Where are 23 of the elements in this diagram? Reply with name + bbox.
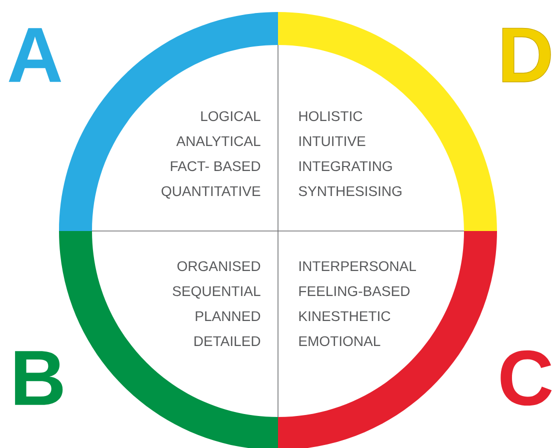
quadrant-letter: C	[500, 350, 552, 406]
node-label: INTERPERSONAL	[299, 261, 416, 272]
node-label: FEELING-BASED	[299, 286, 410, 296]
node-label: ORGANISED	[177, 261, 260, 272]
node-label: FACT- BASED	[170, 161, 260, 172]
quadrant-text: ORGANISED SEQUENTIAL PLANNED DETAILED	[172, 261, 260, 346]
node-label: QUANTITATIVE	[162, 186, 260, 199]
node-label: KINESTHETIC	[299, 311, 390, 322]
node-label: INTEGRATING	[299, 161, 392, 172]
node-label: HOLISTIC	[299, 111, 362, 122]
quadrant-text: HOLISTIC INTUITIVE INTEGRATING SYNTHESISING	[298, 111, 402, 196]
node-label: PLANNED	[196, 311, 260, 321]
node-label: ANALYTICAL	[176, 136, 260, 146]
quadrant-text: INTERPERSONAL FEELING-BASED KINESTHETIC EMOTIONAL	[299, 261, 416, 346]
node-label: EMOTIONAL	[299, 336, 380, 346]
node-label: SYNTHESISING	[298, 186, 402, 196]
node-label: INTUITIVE	[299, 136, 366, 146]
quadrant-letter: A	[8, 28, 62, 82]
quadrant-letter: B	[15, 351, 63, 405]
node-label: DETAILED	[194, 336, 260, 346]
node-label: SEQUENTIAL	[172, 286, 260, 299]
node-label: LOGICAL	[201, 111, 260, 122]
quadrant-text: LOGICAL ANALYTICAL FACT- BASED QUANTITATIVE	[162, 111, 260, 199]
